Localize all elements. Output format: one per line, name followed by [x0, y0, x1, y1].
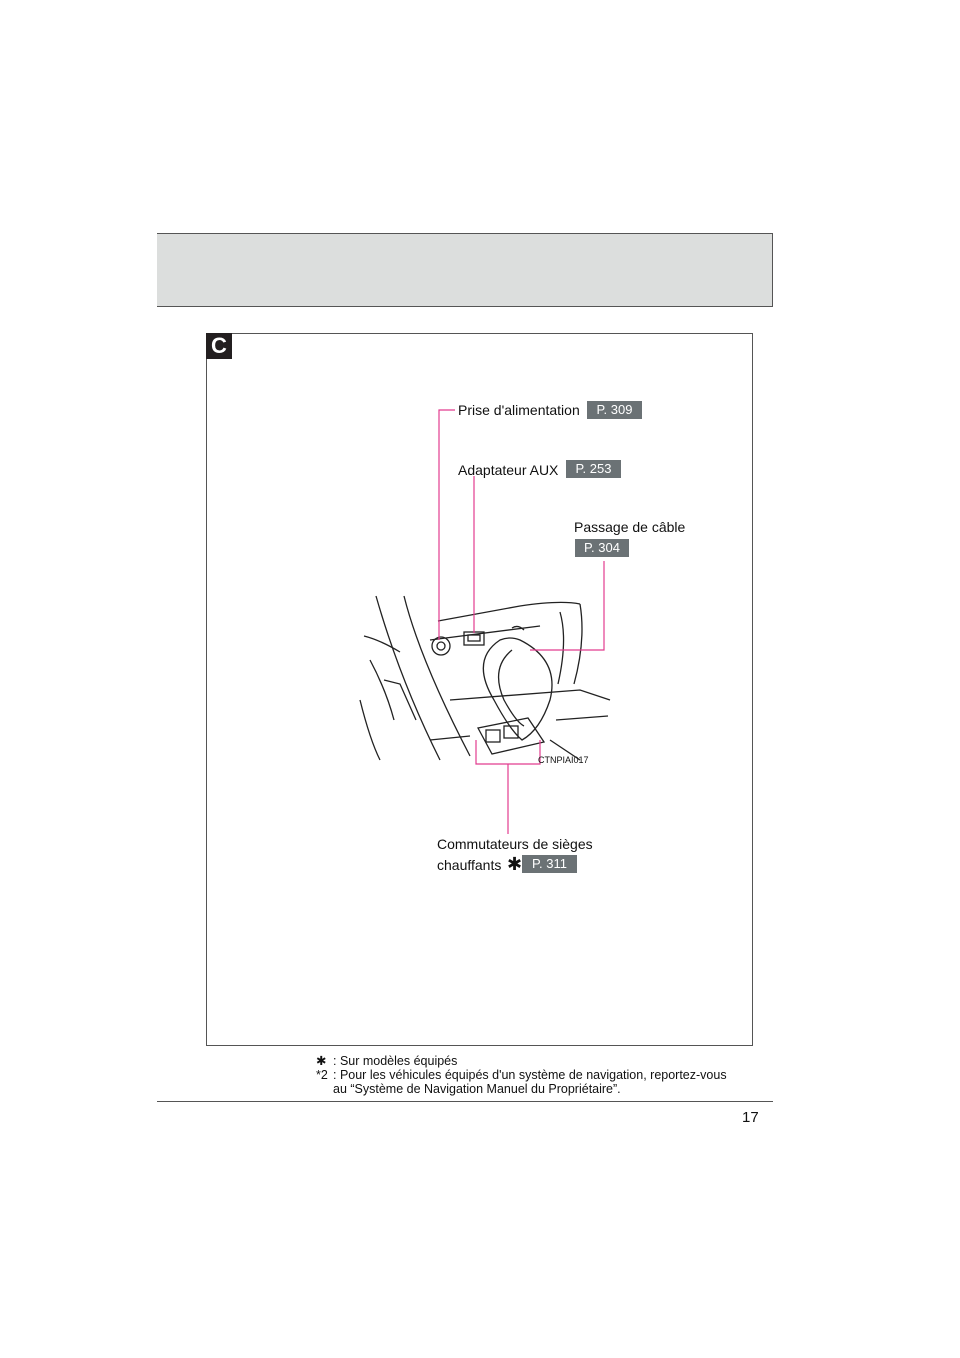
console-drawing [359, 595, 611, 761]
seat-heater-label-line1: Commutateurs de sièges [437, 836, 593, 852]
footnotes: ✱ : Sur modèles équipés *2 : Pour les vé… [316, 1054, 727, 1096]
illustration-code: CTNPIAI017 [538, 755, 589, 765]
footnote-row: au “Système de Navigation Manuel du Prop… [316, 1082, 727, 1096]
illustration-frame [206, 333, 753, 1046]
section-tab: C [206, 333, 232, 359]
footnote-mark: ✱ [316, 1054, 327, 1068]
footnote-row: *2 : Pour les véhicules équipés d'un sys… [316, 1068, 727, 1082]
power-outlet-label: Prise d'alimentation [458, 402, 580, 418]
footnote-text: au “Système de Navigation Manuel du Prop… [333, 1082, 621, 1096]
leader-lines [438, 409, 605, 834]
aux-adapter-label: Adaptateur AUX [458, 462, 559, 478]
bottom-rule [157, 1101, 773, 1102]
footnote-mark: *2 [316, 1068, 328, 1082]
header-rule [772, 233, 773, 307]
cable-pass-page-ref[interactable]: P. 304 [575, 539, 629, 557]
header-band [157, 233, 773, 307]
footnote-text: : Pour les véhicules équipés d'un systèm… [333, 1068, 727, 1082]
aux-adapter-page-ref[interactable]: P. 253 [566, 460, 621, 478]
seat-heater-star: ✱ [507, 854, 523, 874]
power-outlet-page-ref[interactable]: P. 309 [587, 401, 642, 419]
cable-pass-label: Passage de câble [574, 519, 686, 535]
footnote-text: : Sur modèles équipés [333, 1054, 458, 1068]
seat-heater-label-line2: chauffants [437, 857, 502, 873]
page-number: 17 [742, 1109, 759, 1126]
seat-heater-page-ref[interactable]: P. 311 [522, 855, 577, 873]
footnote-row: ✱ : Sur modèles équipés [316, 1054, 727, 1068]
footnote-mark [316, 1082, 333, 1096]
